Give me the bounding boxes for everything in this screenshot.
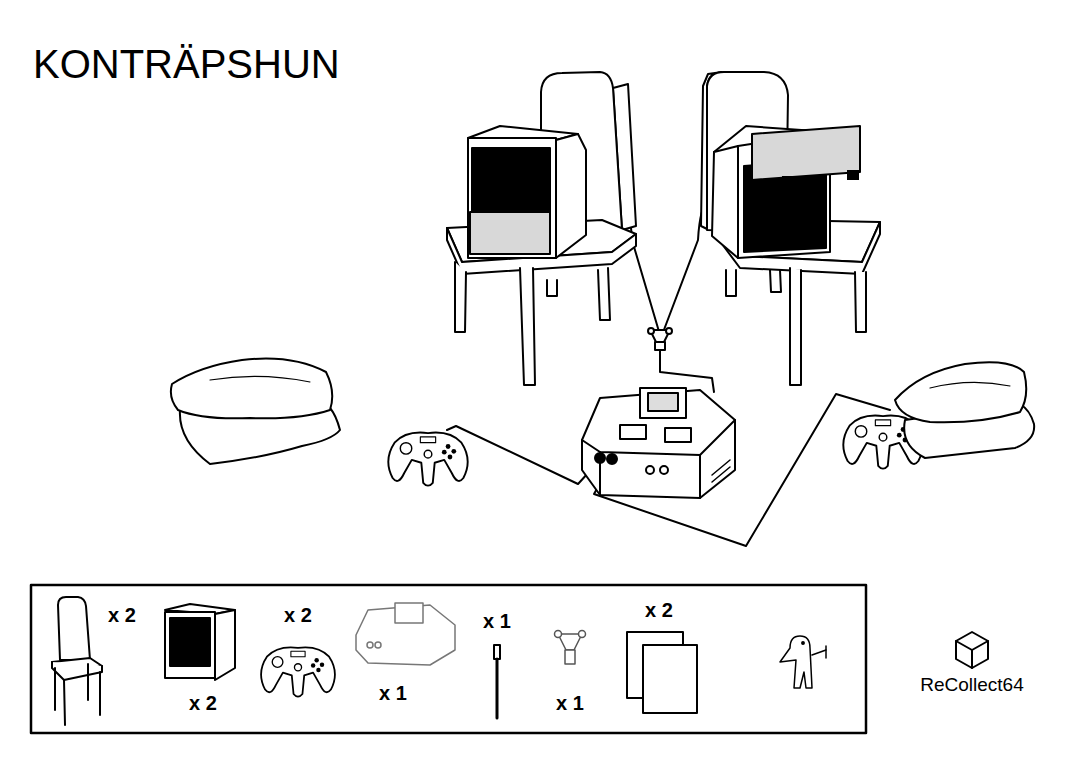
- part-splitter-part: [565, 650, 575, 664]
- left-tv-part: [468, 138, 556, 258]
- n64-console-part: [660, 466, 668, 474]
- quantity-label: x 2: [108, 605, 136, 625]
- quantity-label: x 1: [556, 693, 584, 713]
- right-pillows-part: [895, 362, 1026, 422]
- left-chair: [447, 72, 636, 385]
- assembly-man-part: [812, 650, 826, 655]
- n64-console-part: [582, 420, 735, 455]
- part-chair-part: [54, 668, 56, 710]
- part-tv: [165, 604, 235, 680]
- left-tv-part: [470, 212, 550, 254]
- part-console: [356, 603, 455, 665]
- part-cable-part: [496, 659, 499, 718]
- part-tv-part: [215, 610, 235, 680]
- n64-console-part: [646, 466, 654, 474]
- right-tv: [712, 126, 860, 258]
- assembly-man-part: [802, 642, 804, 644]
- parts-box: [31, 585, 866, 733]
- av-splitter-part: [666, 328, 672, 334]
- part-paper-part: [643, 645, 697, 713]
- part-splitter-part: [558, 634, 582, 650]
- left-tv-part: [556, 134, 586, 258]
- left-chair-part: [455, 262, 466, 332]
- right-tv-part: [782, 176, 794, 186]
- left-pillows: [171, 359, 340, 465]
- page-title: KONTRÄPSHUN: [33, 44, 340, 84]
- n64-console-part: [699, 455, 701, 498]
- video-cables-part: [660, 345, 714, 392]
- n64-console-part: [648, 393, 678, 411]
- part-chair-part: [64, 680, 65, 725]
- part-chair: [52, 597, 102, 725]
- n64-console-part: [665, 428, 691, 442]
- part-splitter-part: [579, 631, 586, 638]
- part-chair-part: [58, 597, 90, 660]
- right-tv-part: [712, 146, 738, 258]
- part-tv-part: [165, 612, 215, 678]
- n64-console: [582, 388, 735, 498]
- quantity-label: x 1: [483, 611, 511, 631]
- part-controller: [261, 647, 335, 696]
- left-tv-part: [472, 148, 550, 214]
- part-splitter-part: [555, 631, 562, 638]
- quantity-label: x 2: [284, 605, 312, 625]
- logo-cube-part: [971, 650, 973, 668]
- part-chair-part: [52, 662, 102, 680]
- right-chair: [701, 72, 880, 385]
- controller-cables-part: [447, 426, 600, 484]
- left-chair-part: [520, 268, 535, 385]
- av-splitter-part: [655, 342, 665, 350]
- part-console-part: [395, 603, 423, 623]
- right-chair-part: [790, 268, 801, 385]
- left-chair-part: [547, 280, 557, 296]
- right-chair-part: [726, 270, 736, 296]
- part-chair-part: [99, 672, 101, 715]
- n64-console-part: [712, 460, 730, 475]
- right-pillows: [895, 362, 1034, 458]
- left-controller: [388, 433, 467, 486]
- left-pillows-part: [171, 359, 332, 419]
- quantity-label: x 2: [645, 600, 673, 620]
- right-chair-part: [770, 270, 781, 292]
- right-tv-part: [752, 126, 860, 180]
- n64-console-part: [620, 425, 646, 439]
- logo-cube-part: [956, 632, 988, 668]
- n64-console-part: [640, 388, 686, 418]
- left-chair-part: [598, 268, 610, 320]
- quantity-label: x 1: [379, 683, 407, 703]
- logo-cube-part: [956, 641, 988, 650]
- left-pillows-part: [210, 376, 310, 382]
- part-tv-part: [170, 618, 210, 666]
- part-splitter: [555, 631, 586, 665]
- n64-console-part: [712, 467, 730, 482]
- logo-cube: [956, 632, 988, 668]
- part-chair-part: [87, 664, 89, 700]
- part-cable-part: [494, 645, 500, 659]
- n64-console-part: [582, 390, 735, 498]
- part-console-part: [367, 642, 373, 648]
- part-paper: [627, 632, 697, 713]
- quantity-label: x 2: [189, 693, 217, 713]
- n64-console-part: [607, 454, 617, 464]
- assembly-man-part: [780, 636, 812, 688]
- av-splitter: [648, 328, 672, 350]
- n64-console-part: [595, 453, 605, 463]
- right-pillows-part: [930, 382, 1010, 388]
- assembly-man-part: [825, 646, 827, 658]
- assembly-man: [780, 636, 826, 688]
- part-console-part: [375, 642, 381, 648]
- av-splitter-part: [648, 328, 654, 334]
- right-tv-part: [847, 170, 859, 180]
- left-tv: [468, 126, 586, 258]
- right-chair-part: [855, 272, 866, 332]
- brand-logo: ReCollect64: [920, 675, 1024, 694]
- part-cable: [494, 645, 500, 718]
